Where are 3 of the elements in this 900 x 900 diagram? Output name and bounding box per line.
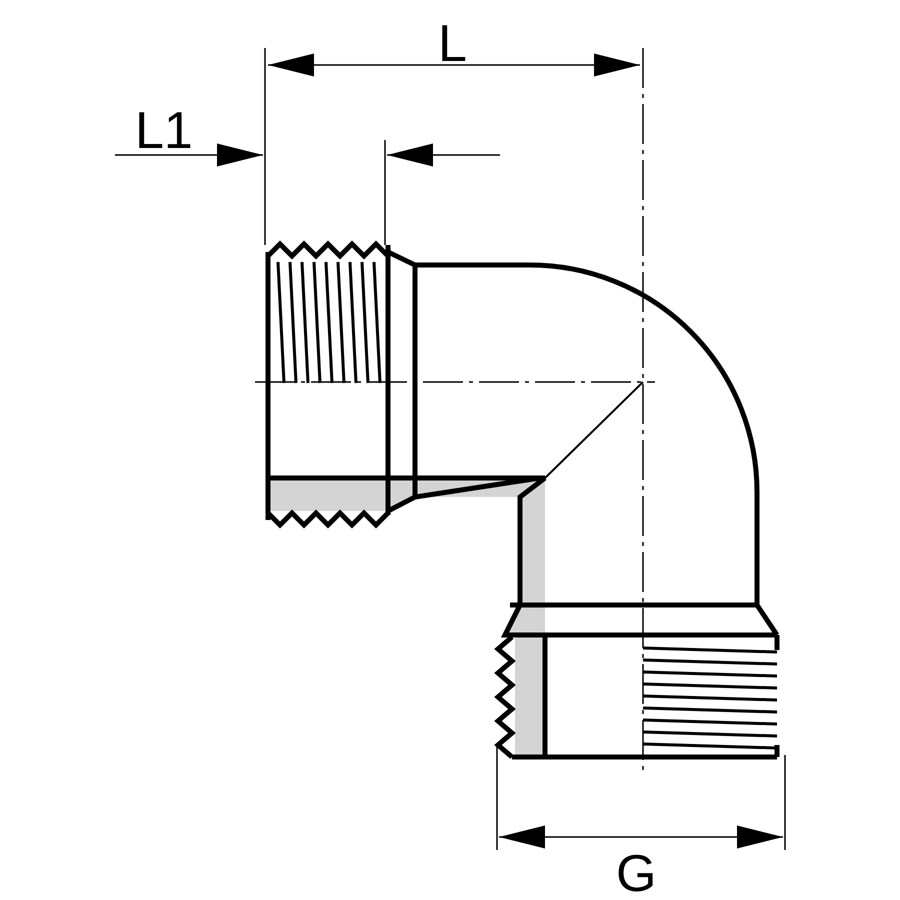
dimension-label: G — [616, 848, 656, 900]
dimension-label: L — [438, 18, 467, 70]
dimension-label: L1 — [135, 105, 193, 157]
